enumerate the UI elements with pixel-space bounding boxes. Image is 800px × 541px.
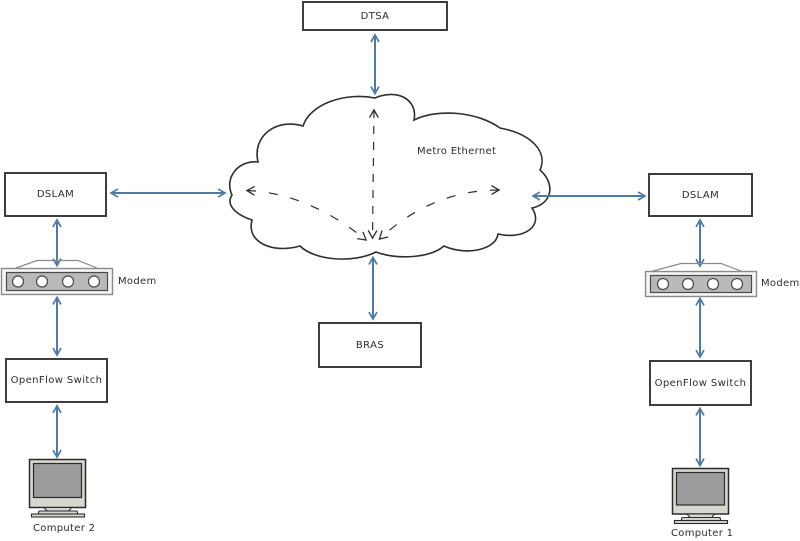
node-dslam-left-label: DSLAM (36, 189, 75, 200)
node-openflow-left-label: OpenFlow Switch (10, 375, 103, 386)
node-dslam-left: DSLAM (4, 172, 107, 217)
node-openflow-switch-right: OpenFlow Switch (649, 360, 752, 406)
node-bras: BRAS (318, 322, 422, 368)
node-openflow-switch-left: OpenFlow Switch (5, 358, 108, 403)
computer-right-label: Computer 1 (671, 528, 734, 539)
dashed-flow-bras-to-left-dslam (245, 185, 368, 241)
node-dtsa: DTSA (302, 1, 448, 31)
dashed-flow-bras-to-right-dslam (378, 185, 501, 240)
metro-ethernet-label: Metro Ethernet (417, 146, 497, 157)
computer-right-monitor-icon (671, 467, 730, 525)
node-dslam-right: DSLAM (648, 173, 753, 217)
node-bras-label: BRAS (355, 339, 385, 351)
dashed-flow-bras-to-dtsa (367, 108, 379, 240)
modem-right-device-icon (644, 262, 758, 298)
computer-left-monitor-icon (28, 458, 87, 518)
node-dslam-right-label: DSLAM (681, 189, 720, 201)
modem-right-label: Modem (761, 278, 800, 289)
node-dtsa-label: DTSA (360, 10, 390, 22)
computer-left-label: Computer 2 (33, 523, 96, 534)
modem-left-label: Modem (118, 276, 157, 287)
modem-left-device-icon (0, 259, 114, 296)
metro-ethernet-cloud-outline (229, 93, 551, 260)
node-openflow-right-label: OpenFlow Switch (654, 377, 747, 389)
